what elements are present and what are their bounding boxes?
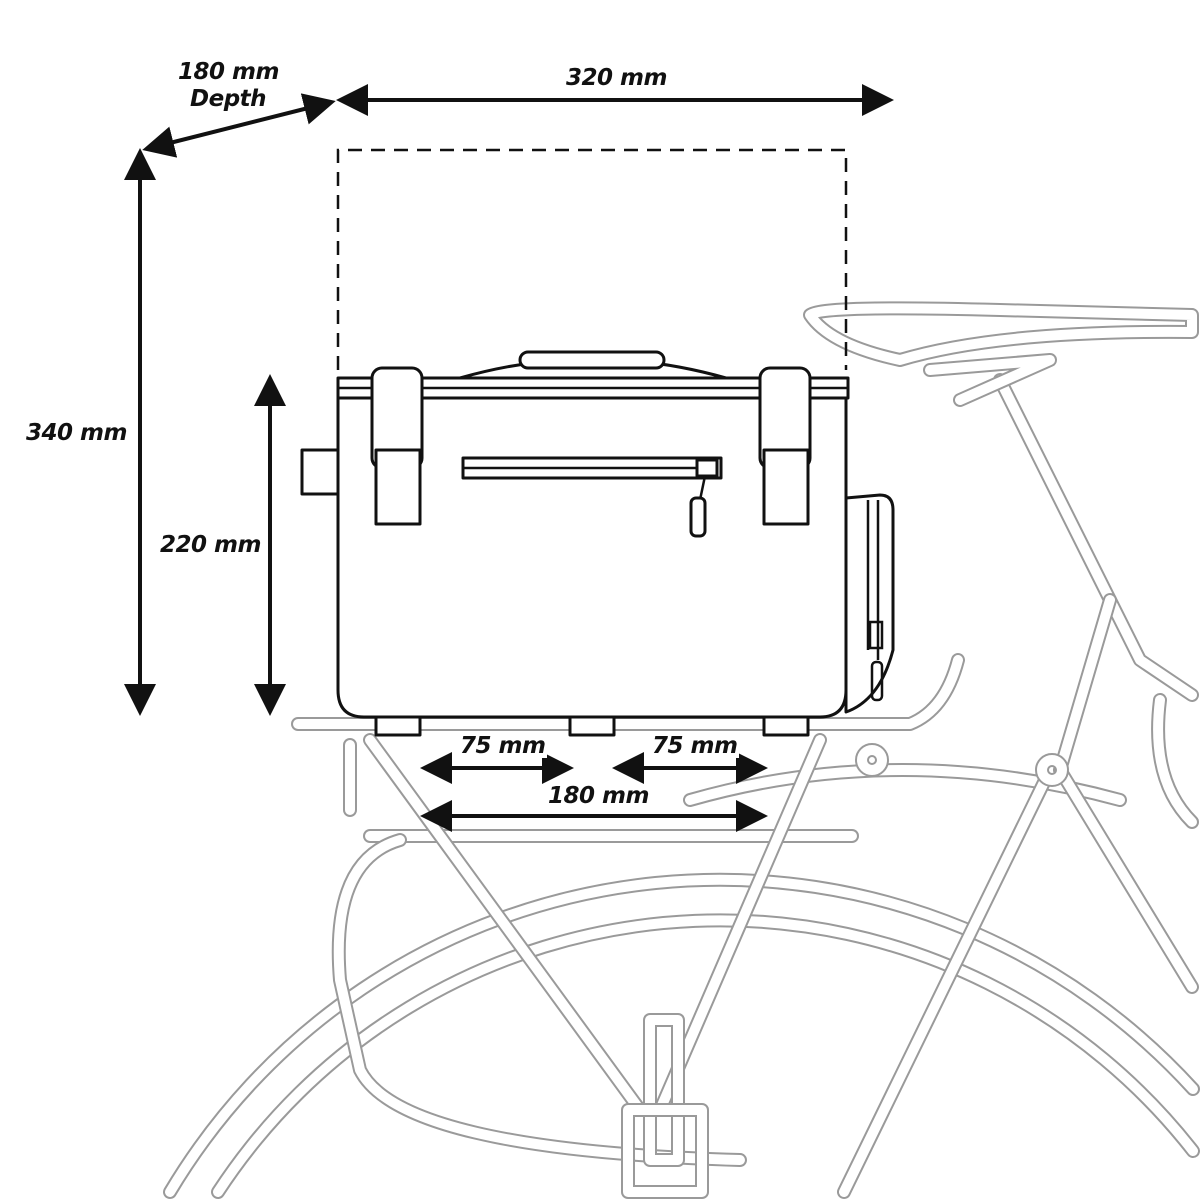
rear-wheel	[163, 872, 1200, 1199]
handle	[518, 350, 666, 370]
buckle-left	[370, 366, 424, 526]
foot-middle	[568, 715, 616, 737]
foot-spacing-left-label: 75 mm	[458, 733, 548, 759]
depth-value-label: 180 mm	[178, 59, 279, 85]
fender	[683, 763, 1127, 807]
depth-arrow	[142, 93, 336, 158]
depth-label: Depth	[190, 86, 267, 112]
bag-height-label: 220 mm	[160, 532, 261, 558]
foot-spacing-right-label: 75 mm	[650, 733, 740, 759]
frame	[837, 373, 1199, 1199]
extended-height-outline	[336, 148, 848, 370]
saddle	[803, 301, 1199, 407]
foot-right	[762, 715, 810, 737]
buckle-right	[758, 366, 812, 526]
width-label: 320 mm	[566, 65, 667, 91]
bicycle	[163, 301, 1200, 1199]
rack	[291, 653, 1069, 1199]
foot-span-label: 180 mm	[546, 783, 651, 809]
left-bracket	[300, 448, 342, 496]
rack-bag	[300, 350, 895, 737]
front-zipper	[461, 456, 723, 538]
side-pocket	[844, 493, 895, 714]
foot-left	[374, 715, 422, 737]
total-height-label: 340 mm	[26, 420, 127, 446]
